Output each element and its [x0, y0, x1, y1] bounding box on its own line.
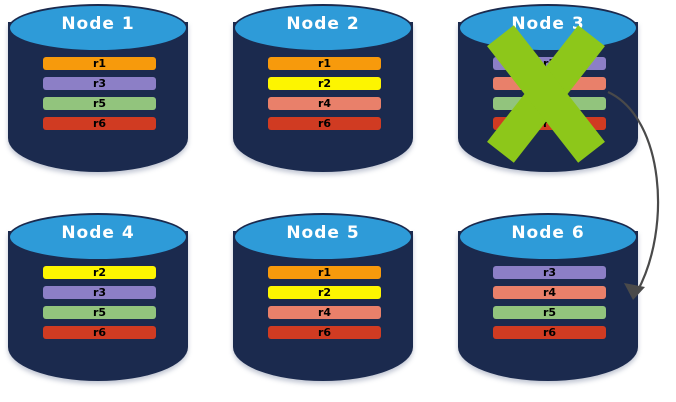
- record-bar: r5: [43, 306, 156, 319]
- record-bar: r5: [493, 306, 606, 319]
- cylinder-top: [8, 213, 188, 261]
- record-bar: r4: [268, 306, 381, 319]
- record-bar: r4: [493, 286, 606, 299]
- record-bar: r1: [268, 266, 381, 279]
- record-bar: r6: [43, 117, 156, 130]
- record-list: r1 r2 r4 r6: [233, 57, 413, 137]
- record-bar: r3: [43, 286, 156, 299]
- record-bar: r2: [268, 286, 381, 299]
- record-list: r3 r4 r5 r6: [458, 266, 638, 346]
- record-bar: r1: [43, 57, 156, 70]
- record-bar: r3: [43, 77, 156, 90]
- record-bar: r4: [268, 97, 381, 110]
- record-bar: r6: [493, 326, 606, 339]
- record-bar: r6: [43, 326, 156, 339]
- node-failure-x-icon: [476, 24, 616, 164]
- record-bar: r1: [268, 57, 381, 70]
- record-list: r1 r2 r4 r6: [233, 266, 413, 346]
- record-bar: r6: [268, 117, 381, 130]
- cylinder-top: [8, 4, 188, 52]
- record-list: r1 r3 r5 r6: [8, 57, 188, 137]
- record-bar: r5: [43, 97, 156, 110]
- cylinder-top: [458, 213, 638, 261]
- cylinder-top: [233, 4, 413, 52]
- cylinder-top: [233, 213, 413, 261]
- record-list: r2 r3 r5 r6: [8, 266, 188, 346]
- record-bar: r6: [268, 326, 381, 339]
- record-bar: r2: [43, 266, 156, 279]
- record-bar: r2: [268, 77, 381, 90]
- record-bar: r3: [493, 266, 606, 279]
